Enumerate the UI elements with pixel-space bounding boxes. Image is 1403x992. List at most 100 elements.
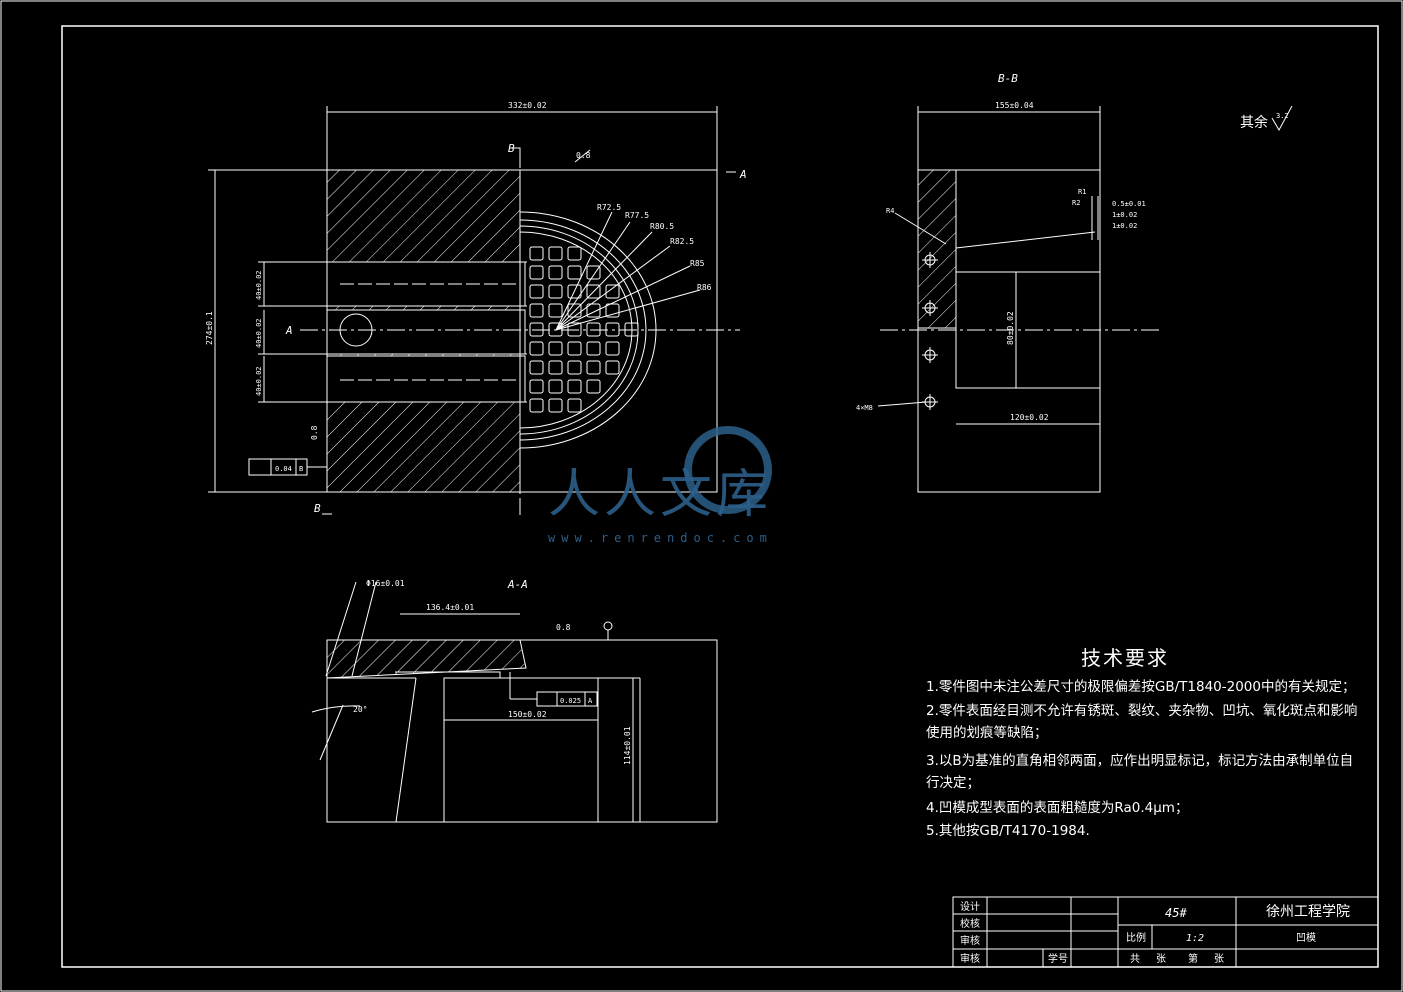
dim-bb-05: 0.5±0.01 bbox=[1112, 200, 1146, 208]
cavity-cell bbox=[548, 265, 563, 280]
cavity-cell bbox=[548, 303, 563, 318]
dim-aa-150: 150±0.02 bbox=[508, 710, 547, 719]
dim-bb-height: 80±0.02 bbox=[1006, 311, 1015, 345]
cavity-cell bbox=[586, 360, 601, 375]
cavity-cell bbox=[586, 265, 601, 280]
cavity-cell bbox=[529, 379, 544, 394]
dim-bb-holes: 4×M8 bbox=[856, 404, 873, 412]
cavity-cell bbox=[586, 341, 601, 356]
cavity-cell bbox=[567, 398, 582, 413]
rest-finish-roughness: 3.2 bbox=[1276, 112, 1289, 120]
dim-bb-bottom: 120±0.02 bbox=[1010, 413, 1049, 422]
title-check: 校核 bbox=[960, 917, 980, 930]
title-student-no: 学号 bbox=[1048, 952, 1068, 965]
cavity-cell bbox=[567, 379, 582, 394]
title-scale: 1:2 bbox=[1186, 933, 1204, 944]
section-mark-b-bottom: B bbox=[314, 502, 321, 515]
cavity-cell bbox=[548, 284, 563, 299]
cavity-cell bbox=[605, 284, 620, 299]
title-part-name: 凹模 bbox=[1296, 932, 1316, 944]
title-design: 设计 bbox=[960, 900, 980, 913]
radius-r86: R86 bbox=[697, 283, 712, 292]
tech-requirements-title: 技术要求 bbox=[1081, 646, 1169, 670]
dim-aa-114: 114±0.01 bbox=[623, 726, 632, 765]
cavity-cell bbox=[548, 341, 563, 356]
tech-item-2b: 使用的划痕等缺陷； bbox=[926, 725, 1048, 741]
tech-item-2: 2.零件表面经目测不允许有锈斑、裂纹、夹杂物、凹坑、氧化斑点和影响 bbox=[926, 703, 1358, 719]
title-school: 徐州工程学院 bbox=[1266, 904, 1350, 920]
cavity-cell bbox=[548, 360, 563, 375]
section-mark-a-right: A bbox=[739, 168, 747, 181]
radius-r77: R77.5 bbox=[625, 211, 649, 220]
title-page: 第 bbox=[1188, 952, 1198, 965]
cavity-cell bbox=[548, 379, 563, 394]
watermark-url: www.renrendoc.com bbox=[548, 531, 773, 545]
cavity-cell bbox=[567, 303, 582, 318]
cavity-cell bbox=[529, 303, 544, 318]
cavity-cell bbox=[586, 303, 601, 318]
tolerance-perp-value: 0.04 bbox=[275, 465, 292, 473]
title-total: 共 bbox=[1130, 953, 1140, 965]
roughness-symbol bbox=[1271, 105, 1293, 132]
section-bb-title: B-B bbox=[998, 72, 1018, 85]
watermark-ring bbox=[684, 426, 772, 514]
section-mark-b-top: B bbox=[508, 142, 515, 155]
tech-item-3: 3.以B为基准的直角相邻两面，应作出明显标记，标记方法由承制单位自 bbox=[926, 753, 1354, 769]
cavity-cell bbox=[529, 246, 544, 261]
radius-r85: R85 bbox=[690, 259, 705, 268]
tech-item-3b: 行决定； bbox=[926, 775, 980, 791]
cavity-cell bbox=[586, 379, 601, 394]
dim-aa-dia: Φ16±0.01 bbox=[366, 579, 405, 588]
dim-274: 274±0.1 bbox=[205, 311, 214, 345]
cavity-cell bbox=[529, 360, 544, 375]
dim-40a: 40±0.02 bbox=[255, 270, 263, 300]
title-sheet2: 张 bbox=[1214, 953, 1224, 965]
dim-40c: 40±0.02 bbox=[255, 366, 263, 396]
dim-40b: 40±0.02 bbox=[255, 318, 263, 348]
cavity-cell bbox=[624, 322, 639, 337]
dim-aa-angle: 20° bbox=[353, 705, 367, 714]
cavity-cell bbox=[605, 360, 620, 375]
watermark-brand: 人人文库 bbox=[548, 465, 773, 525]
dim-bb-1b: 1±0.02 bbox=[1112, 222, 1137, 230]
title-block bbox=[952, 896, 1379, 968]
radius-r72: R72.5 bbox=[597, 203, 621, 212]
title-sheet: 张 bbox=[1156, 953, 1166, 965]
tolerance-parallel-datum: A bbox=[588, 697, 593, 705]
radius-r80: R80.5 bbox=[650, 222, 674, 231]
section-aa-title: A-A bbox=[507, 578, 528, 591]
tolerance-parallel-value: 0.025 bbox=[560, 697, 581, 705]
cavity-cell bbox=[548, 398, 563, 413]
title-material: 45# bbox=[1165, 906, 1187, 920]
cavity-cell bbox=[567, 341, 582, 356]
cavity-cell bbox=[529, 341, 544, 356]
cavity-cell bbox=[567, 265, 582, 280]
cavity-cell bbox=[567, 284, 582, 299]
dim-bb-r4: R4 bbox=[886, 207, 894, 215]
dim-332: 332±0.02 bbox=[508, 101, 547, 110]
cavity-cell bbox=[605, 303, 620, 318]
cavity-cell bbox=[567, 246, 582, 261]
cavity-cell bbox=[548, 322, 563, 337]
section-mark-a-left: A bbox=[285, 324, 293, 337]
cavity-cell bbox=[586, 284, 601, 299]
rest-finish-label: 其余 bbox=[1240, 114, 1268, 131]
radius-r82: R82.5 bbox=[670, 237, 694, 246]
cavity-cell bbox=[567, 360, 582, 375]
dim-bb-r1: R1 bbox=[1078, 188, 1086, 196]
cavity-cell bbox=[548, 246, 563, 261]
tolerance-perp-datum: B bbox=[299, 465, 303, 473]
title-scale-label: 比例 bbox=[1126, 931, 1146, 944]
roughness-main: 0.8 bbox=[576, 151, 591, 160]
title-audit: 审核 bbox=[960, 934, 980, 947]
cavity-cell bbox=[529, 322, 544, 337]
dim-bb-r2: R2 bbox=[1072, 199, 1080, 207]
cavity-cell bbox=[529, 398, 544, 413]
section-aa-view bbox=[311, 581, 718, 823]
dim-bb-1a: 1±0.02 bbox=[1112, 211, 1137, 219]
cavity-cell bbox=[605, 341, 620, 356]
title-approve: 审核 bbox=[960, 952, 980, 965]
tech-item-4: 4.凹模成型表面的表面粗糙度为Ra0.4μm； bbox=[926, 800, 1189, 816]
